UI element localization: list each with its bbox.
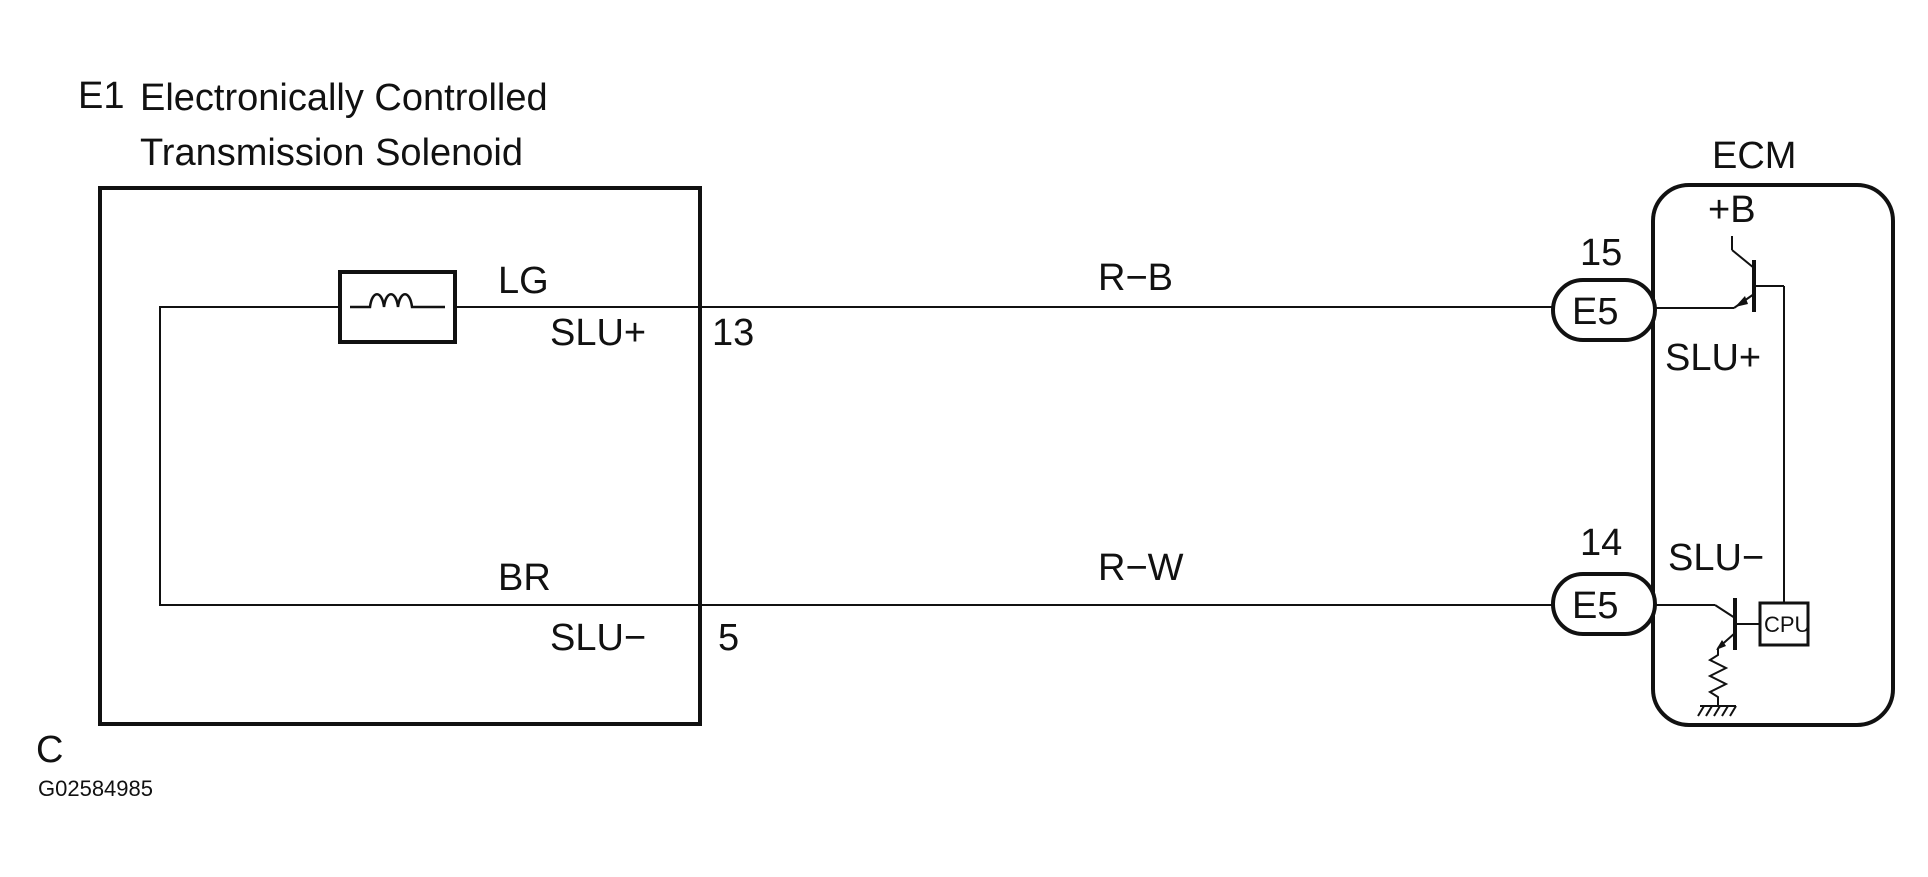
ecm-supply-label: +B bbox=[1708, 189, 1756, 231]
ecm-connector-lower-label: E5 bbox=[1572, 585, 1618, 627]
component-id: E1 bbox=[78, 75, 124, 117]
return-wire-color-label: BR bbox=[498, 557, 551, 599]
wire-lower-color: R−W bbox=[1098, 547, 1184, 589]
pin-minus-label: SLU− bbox=[550, 617, 646, 659]
component-title-line1: Electronically Controlled bbox=[140, 77, 548, 119]
figure-code: G02584985 bbox=[38, 776, 153, 801]
ecm-connector-upper-label: E5 bbox=[1572, 291, 1618, 333]
ecm-box bbox=[1651, 183, 1895, 727]
wire-upper-color: R−B bbox=[1098, 257, 1173, 299]
pin-minus-number: 5 bbox=[718, 617, 739, 659]
upper-transistor-icon bbox=[1655, 236, 1785, 608]
pin-plus-number: 13 bbox=[712, 312, 754, 354]
coil-wire-color-label: LG bbox=[498, 260, 549, 302]
solenoid-coil-icon bbox=[338, 270, 457, 344]
cpu-block bbox=[1758, 601, 1810, 647]
pin-plus-label: SLU+ bbox=[550, 312, 646, 354]
solenoid-box bbox=[98, 186, 702, 726]
lower-transistor-icon bbox=[1655, 598, 1760, 650]
resistor-icon bbox=[1707, 648, 1729, 706]
ecm-pin-upper: 15 bbox=[1580, 232, 1622, 274]
ecm-pin-lower: 14 bbox=[1580, 522, 1622, 564]
internal-loop-wire bbox=[159, 306, 700, 606]
connector-letter: C bbox=[36, 729, 63, 771]
component-title-line2: Transmission Solenoid bbox=[140, 132, 523, 174]
ground-icon bbox=[1697, 705, 1737, 717]
ecm-slu-plus-label: SLU+ bbox=[1665, 337, 1761, 379]
ecm-title: ECM bbox=[1712, 135, 1796, 177]
ecm-connector-upper bbox=[1551, 278, 1657, 342]
cpu-label: CPU bbox=[1764, 612, 1810, 637]
ecm-slu-minus-label: SLU− bbox=[1668, 537, 1764, 579]
